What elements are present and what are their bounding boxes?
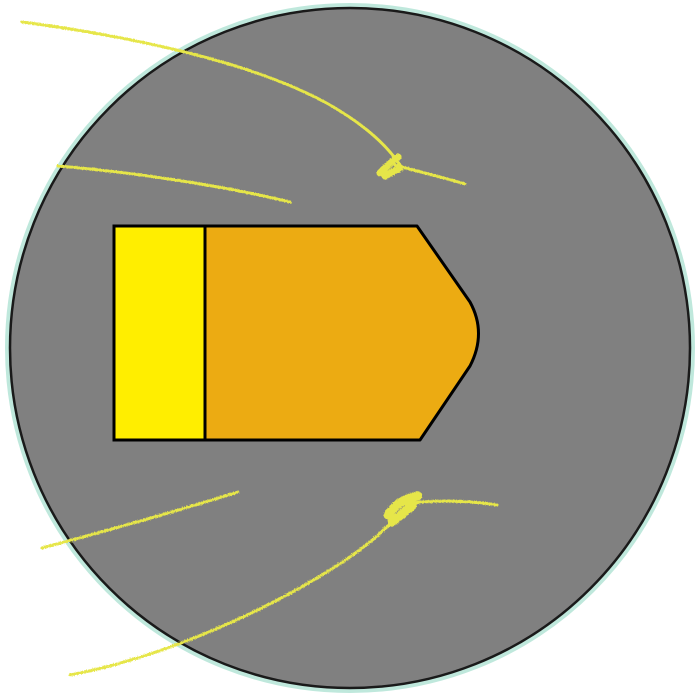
bullet-icon (112, 224, 480, 442)
motion-streak-bottom-straight (40, 490, 240, 550)
bullet-body-section (203, 224, 480, 442)
motion-streak-top-straight (56, 164, 292, 204)
motion-streak-bottom-curved (68, 516, 397, 677)
disc-halo (5, 3, 695, 693)
bullet-tail-section (112, 224, 207, 442)
motion-streak-top-curved (20, 20, 402, 167)
motion-streak-bottom-mark (383, 491, 423, 527)
motion-streaks (20, 20, 499, 677)
motion-streak-top-mark (376, 153, 404, 180)
